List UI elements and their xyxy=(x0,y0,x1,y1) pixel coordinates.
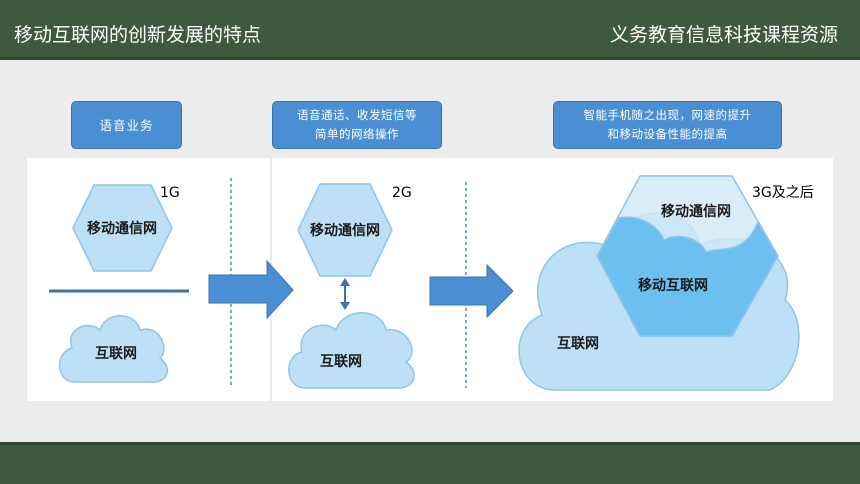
callout-1g: 语音业务 xyxy=(71,101,182,149)
stage-label-3g: 3G及之后 xyxy=(752,185,814,201)
arrow-1g-to-2g xyxy=(208,259,294,320)
callout-2g-text: 语音通话、收发短信等 简单的网络操作 xyxy=(297,108,417,141)
arrow-2g-to-3g xyxy=(429,263,514,319)
callout-3g-text: 智能手机随之出现，网速的提升 和移动设备性能的提高 xyxy=(583,108,752,141)
cloud-label-2g: 互联网 xyxy=(320,354,362,370)
slide-title: 移动互联网的创新发展的特点 xyxy=(14,24,262,46)
hexagon-label-2g: 移动通信网 xyxy=(310,222,380,239)
callout-1g-text: 语音业务 xyxy=(99,117,154,133)
footer-bar xyxy=(0,442,860,484)
hexagon-label-3g: 移动通信网 xyxy=(661,203,731,220)
callout-3g: 智能手机随之出现，网速的提升 和移动设备性能的提高 xyxy=(553,101,782,149)
mobile-network-hexagon-1g xyxy=(72,184,173,272)
cloud-label-1g: 互联网 xyxy=(95,346,137,362)
course-subtitle: 义务教育信息科技课程资源 xyxy=(609,24,838,46)
internet-cloud-2g xyxy=(288,312,415,389)
hexagon-label-1g: 移动通信网 xyxy=(87,220,157,237)
callout-2g: 语音通话、收发短信等 简单的网络操作 xyxy=(272,101,442,149)
header-bar: 移动互联网的创新发展的特点 义务教育信息科技课程资源 xyxy=(0,0,860,60)
mobile-internet-overlap xyxy=(596,216,779,337)
connector-arrowhead-down xyxy=(340,302,350,310)
stage-label-2g: 2G xyxy=(392,185,412,201)
connector-arrowhead-up xyxy=(340,278,350,286)
overlap-label-3g: 移动互联网 xyxy=(638,277,708,294)
internet-cloud-1g xyxy=(58,315,169,383)
stage-label-1g: 1G xyxy=(160,185,180,201)
mobile-network-hexagon-2g xyxy=(297,183,393,277)
cloud-label-3g: 互联网 xyxy=(557,336,599,352)
